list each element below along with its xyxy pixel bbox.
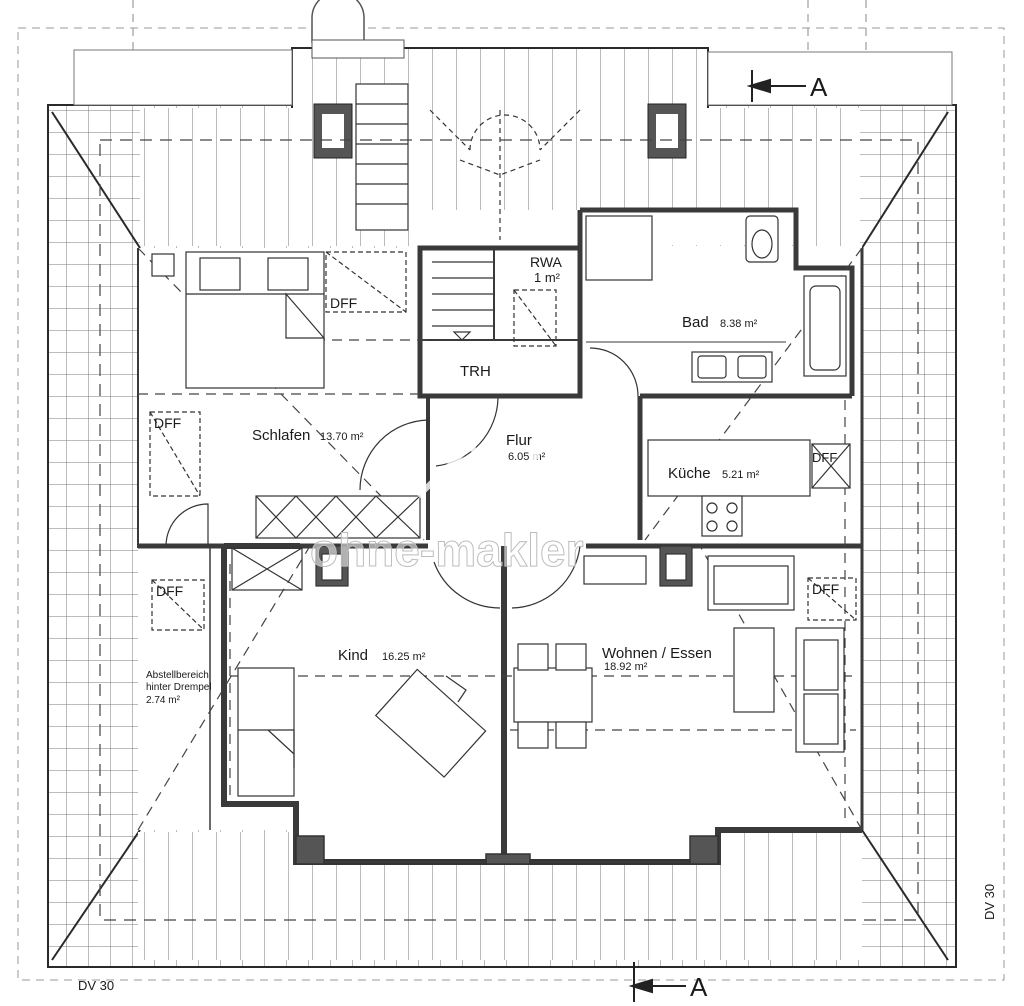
dff-label-1: DFF [330, 295, 357, 311]
room-kind-area: 16.25 m² [382, 651, 426, 663]
room-wohnen-name: Wohnen / Essen [602, 645, 712, 662]
skylights [149, 251, 857, 631]
section-label-bottom: A [690, 972, 708, 1002]
room-abstell-line2: hinter Drempel [146, 682, 212, 693]
room-bad-area: 8.38 m² [720, 318, 758, 330]
living-furniture [513, 545, 845, 753]
dff-label-2: DFF [154, 415, 181, 431]
section-label-top: A [810, 72, 828, 102]
bedroom-furniture [151, 251, 421, 539]
room-rwa-area: 1 m² [534, 270, 561, 285]
room-kueche-name: Küche [668, 465, 711, 482]
room-wohnen-area: 18.92 m² [604, 661, 648, 673]
room-rwa-name: RWA [530, 254, 563, 270]
watermark: ohne-makler [310, 437, 595, 577]
stair-block [432, 261, 494, 341]
upper-stair [355, 83, 581, 240]
dff-label-5: DFF [812, 450, 837, 465]
watermark-text: ohne-makler [310, 524, 584, 576]
labels: A A DV 30 DV 30 Schlafen 13.70 m² Flur 6… [78, 72, 997, 1002]
kid-furniture [237, 545, 487, 797]
bath-fixtures [585, 215, 847, 383]
room-kueche-area: 5.21 m² [722, 469, 760, 481]
roof-pitch-bottom: DV 30 [78, 978, 114, 993]
kitchen-fixtures [647, 439, 851, 537]
room-flur-name: Flur [506, 432, 532, 449]
section-markers [628, 70, 806, 1002]
bottom-windows [295, 835, 719, 865]
room-abstell-area: 2.74 m² [146, 695, 181, 706]
room-schlafen-area: 13.70 m² [320, 431, 364, 443]
room-kind-name: Kind [338, 647, 368, 664]
dff-label-4: DFF [812, 581, 839, 597]
room-trh-name: TRH [460, 363, 491, 380]
room-bad-name: Bad [682, 314, 709, 331]
room-schlafen-name: Schlafen [252, 427, 310, 444]
roof-pitch-side: DV 30 [982, 884, 997, 920]
walls [137, 207, 864, 865]
room-abstell-line1: Abstellbereich [146, 670, 209, 681]
dff-label-3: DFF [156, 583, 183, 599]
chimneys [313, 103, 687, 159]
